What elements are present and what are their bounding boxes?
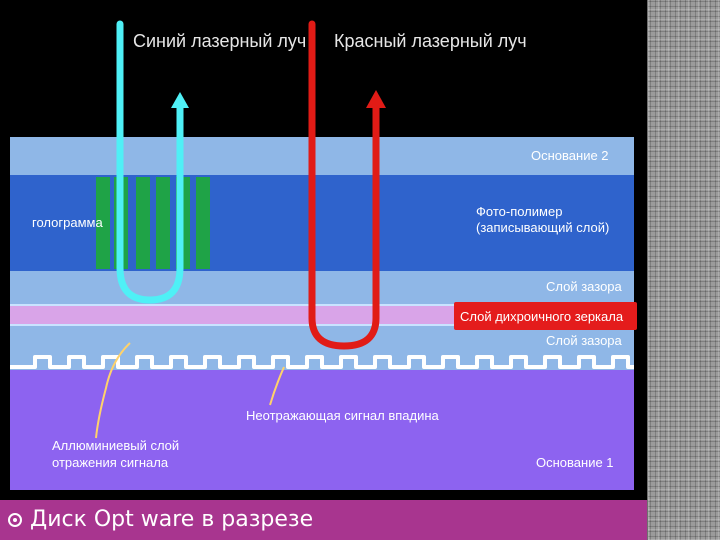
gap-layer-label-bottom: Слой зазора xyxy=(546,333,623,348)
optware-disc-diagram: Синий лазерный луч Красный лазерный луч xyxy=(10,20,637,490)
gap-layer-top xyxy=(10,271,634,305)
non-reflecting-pit-label: Неотражающая сигнал впадина xyxy=(246,408,440,423)
aluminum-leader-line xyxy=(95,342,131,439)
dichroic-highlight-box xyxy=(454,302,637,330)
hologram-stripe xyxy=(136,177,150,269)
gap-layer-label-top: Слой зазора xyxy=(546,279,623,294)
blue-beam-label: Синий лазерный луч xyxy=(133,31,306,51)
circle-bullet-icon xyxy=(8,513,22,527)
base-1-label: Основание 1 xyxy=(536,455,614,470)
blue-laser-beam xyxy=(116,20,184,304)
blue-beam-arrow-icon xyxy=(171,92,189,108)
aluminum-layer-label-2: отражения сигнала xyxy=(52,455,169,470)
aluminum-layer-label-1: Аллюминиевый слой xyxy=(52,438,179,453)
hologram-stripe xyxy=(156,177,170,269)
base-2-label: Основание 2 xyxy=(531,148,609,163)
hologram-stripe xyxy=(96,177,110,269)
footer-bar: Диск Opt ware в разрезе xyxy=(0,500,647,540)
base-2-layer xyxy=(10,137,634,175)
hologram-stripes xyxy=(96,177,210,269)
photopolymer-label-2: (записывающий слой) xyxy=(476,220,609,235)
red-laser-beam xyxy=(308,20,380,350)
base-1-layer xyxy=(10,370,634,490)
reflective-pit-profile xyxy=(10,355,634,369)
decorative-side-panel xyxy=(647,0,720,540)
dichroic-mirror-label: Слой дихроичного зеркала xyxy=(460,309,624,324)
red-beam-arrow-icon xyxy=(366,90,386,108)
hologram-label: голограмма xyxy=(32,215,103,230)
pit-leader-line xyxy=(269,366,285,406)
hologram-stripe xyxy=(196,177,210,269)
slide-caption: Диск Opt ware в разрезе xyxy=(30,507,314,532)
photopolymer-label-1: Фото-полимер xyxy=(476,204,562,219)
red-beam-label: Красный лазерный луч xyxy=(334,31,527,51)
